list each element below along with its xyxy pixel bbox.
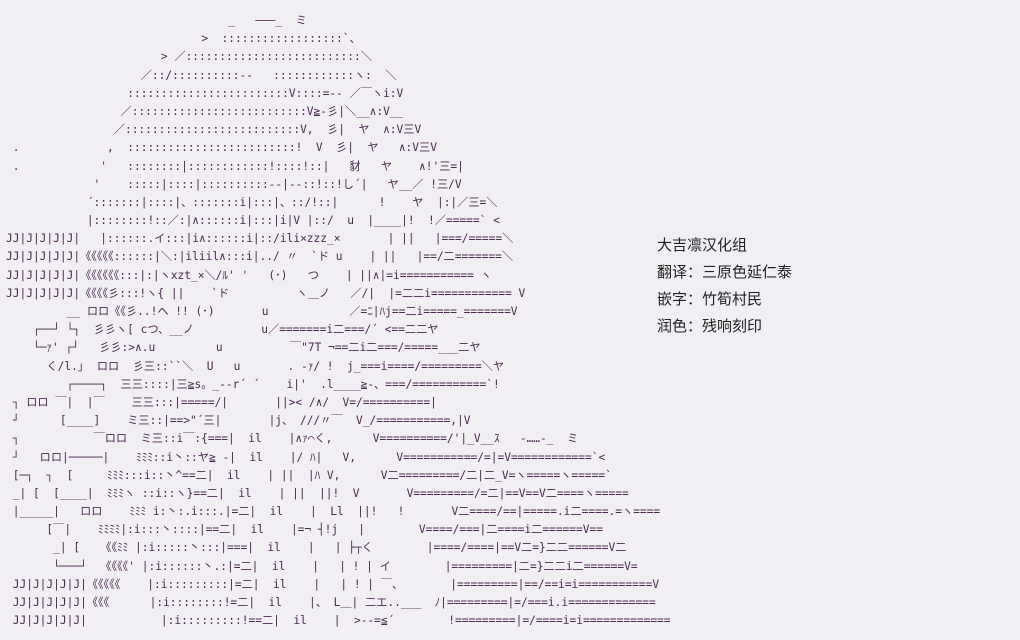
ascii-art-line: ／::::::::::::::::::::::::::V≧-彡|＼__∧:V__: [6, 104, 404, 118]
ascii-art-line: __ ロロ《《彡..!ヘ !! (･) u ／=ﾆ|ﾊj==二i=====_==…: [6, 305, 518, 318]
ascii-art-line: |_____| ロロ ﾐﾐﾐ i:丶:.i:::.|=二| il | Ll ||…: [6, 505, 661, 519]
ascii-art-line: ::::::::::::::::::::::::V::::=-- ／￣ヽi:V: [6, 86, 404, 100]
ascii-art-line: _| [ 《《ﾐﾐ |:i:::::丶:::|===| il | | ├┬く |…: [6, 541, 627, 555]
proofreading-credit: 润色：残响刻印: [657, 317, 763, 335]
ascii-art-line: . , :::::::::::::::::::::::::! V 彡| ヤ ∧:…: [6, 141, 437, 155]
ascii-art-illustration: _ ———_ ミ > ::::::::::::::::::`、 > ／:::::…: [6, 12, 671, 630]
ascii-art-line: JJ|J|J|J|J|《《《《《《:::|:|ヽxzt_×＼/ﾙ' ' (･) …: [6, 268, 492, 282]
translation-credit: 翻译：三原色延仁泰: [657, 263, 793, 281]
ascii-art-line: ┐ ロロ ￣| |￣ 三三:::|=====/| ||>< /∧/ V=/===…: [6, 395, 437, 409]
ascii-art-line: く/l.｣ ロロ 彡三::``＼ U u . -ｧ/ ! j_===i====/…: [6, 359, 505, 373]
ascii-art-line: . ' ::::::::|::::::::::::!::::!::| 豺 ヤ ∧…: [6, 159, 464, 173]
ascii-art-line: [￣| ﾐﾐﾐﾐ|:i:::丶::::|==二| il |=¬ ┤!j | V=…: [6, 523, 603, 537]
ascii-art-line: _| [ [____| ﾐﾐﾐヽ ::i::ヽ}==二| il | || ||!…: [6, 486, 629, 500]
ascii-art-line: ┘ [____] ミ三::|==>"´三| |j、 ///〃￣ V_/=====…: [6, 414, 471, 428]
ascii-art-line: |::::::::!::／:|∧::::::i|:::|i|V |::/ u |…: [6, 214, 500, 228]
ascii-art-line: [─┐ ┐ [ ﾐﾐﾐ:::i::丶^==二| il | || |ﾊ V, V二…: [6, 468, 612, 482]
typesetting-credit: 嵌字：竹筍村民: [657, 290, 763, 308]
ascii-art-line: _ ———_ ミ: [6, 14, 307, 27]
credits-block: 大吉凛汉化组 翻译：三原色延仁泰 嵌字：竹筍村民 润色：残响刻印: [657, 232, 792, 340]
group-name: 大吉凛汉化组: [657, 236, 748, 254]
ascii-art-line: JJ|J|J|J|J| |::::::.イ:::|i∧::::::i|::/il…: [6, 232, 514, 246]
ascii-art-line: JJ|J|J|J|J|《《《《《 |:i:::::::::|=二| il | |…: [6, 577, 660, 591]
ascii-art-line: ┌──┘ └┐ 彡彡ヽ[ cつ、__ノ u／=======i二===/´ <==…: [6, 323, 439, 337]
ascii-art-line: > ／::::::::::::::::::::::::::＼: [6, 50, 372, 64]
ascii-art-line: JJ|J|J|J|J|《《《《彡:::!ヽ{ || `ド ヽ＿ノ ／/| |=二…: [6, 286, 526, 300]
ascii-art-line: > ::::::::::::::::::`、: [6, 32, 361, 46]
ascii-art-line: ／::::::::::::::::::::::::::V, 彡| ヤ ∧:V三V: [6, 123, 422, 137]
ascii-art-line: ／::/::::::::::-- ::::::::::::ヽ: ＼: [6, 68, 397, 82]
ascii-art-line: JJ|J|J|J|J| |:i:::::::::!==二| il | >--=≦…: [6, 614, 671, 628]
ascii-art-line: ┌────┐ 三三::::|三≧s。_--r´ ´ i|' .l____≧-、=…: [6, 377, 500, 391]
ascii-art-line: └─ｧ' ┌┘ 彡彡:>∧.u u ￣"7T ¬==二i二===/=====__…: [6, 341, 481, 355]
ascii-art-line: JJ|J|J|J|J|《《《 |:i::::::::!=二| il |、 L＿|…: [6, 596, 656, 609]
ascii-art-line: └───┘ 《《《《' |:i::::::丶.:|=二| il | | ! | …: [6, 559, 638, 573]
ascii-art-line: JJ|J|J|J|J|《《《《《::::::|＼:|iliil∧:::i|../…: [6, 250, 514, 264]
ascii-art-line: ┘ ロロ|─────| ﾐﾐﾐ::i丶::ヤ≧ -| il |/ ﾊ| V, V…: [6, 450, 606, 464]
ascii-art-line: ┐ ￣ロロ ミ三::i￣:{===| il |∧ｧ⌒く, V==========…: [6, 432, 579, 446]
ascii-art-line: ' :::::|::::|::::::::::--|--::!::!し´| ヤ_…: [6, 177, 462, 191]
ascii-art-line: ´:::::::|::::|、:::::::i|:::|、::/!::| ! ヤ…: [6, 195, 498, 209]
